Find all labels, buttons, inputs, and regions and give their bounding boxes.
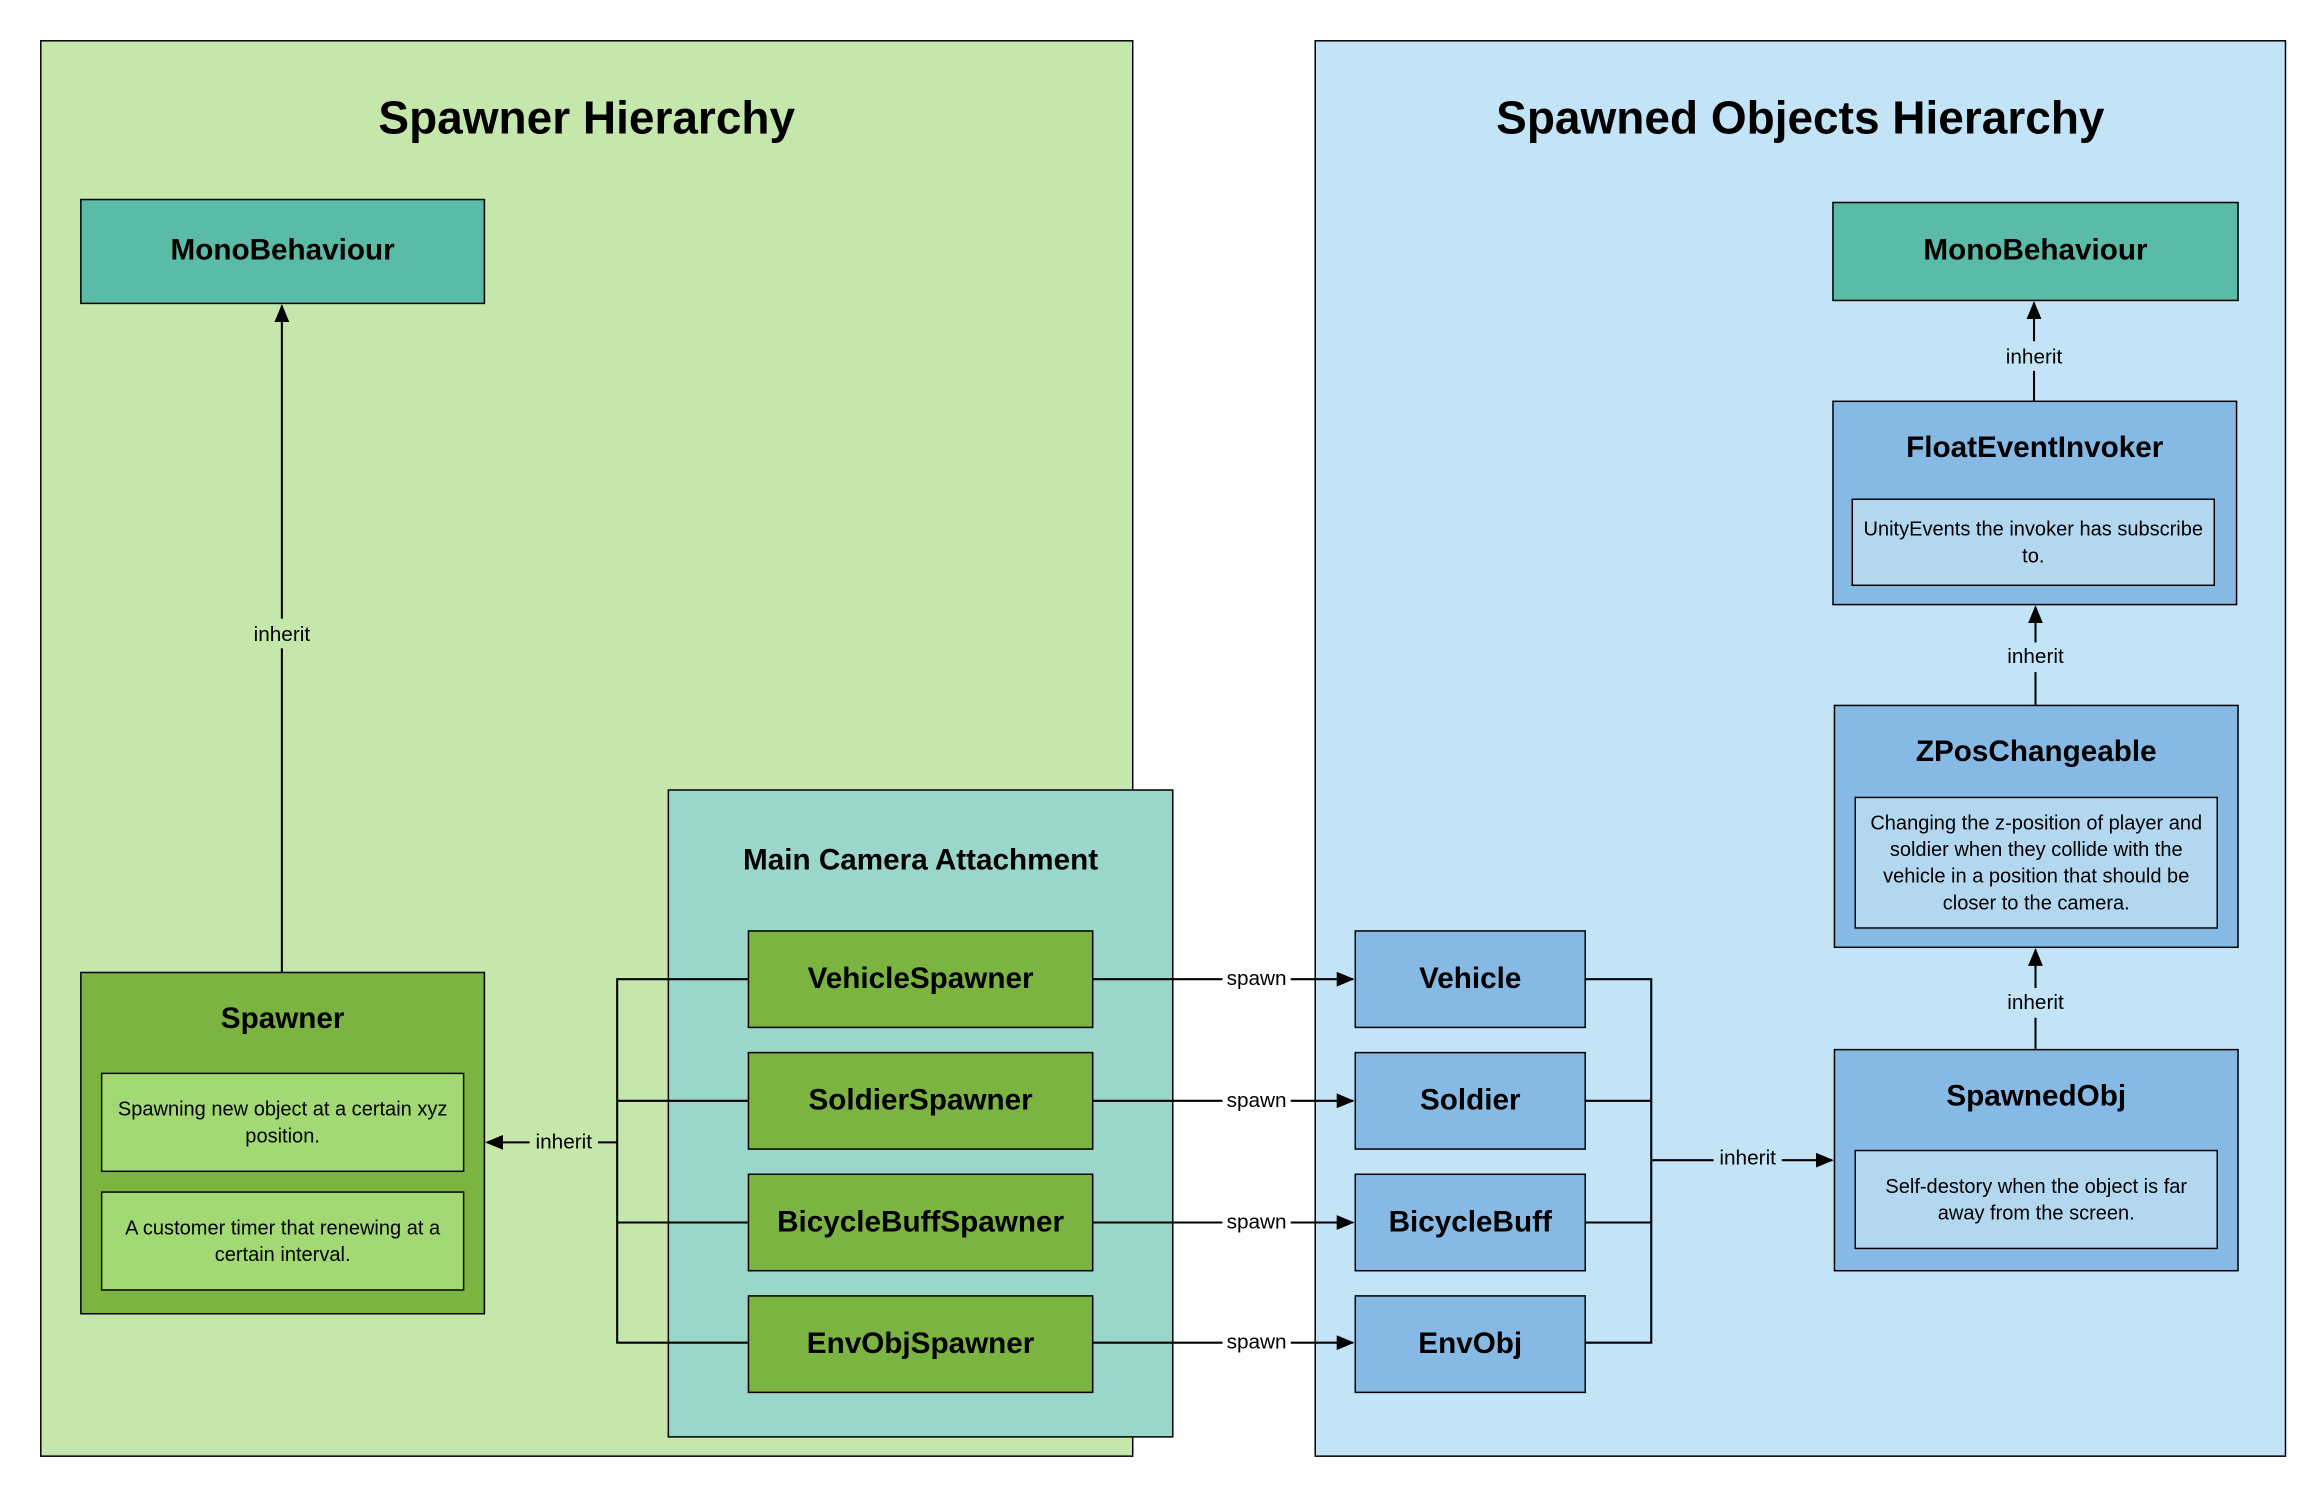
camera-spawners-inherit-label: inherit [535, 1130, 592, 1153]
vehicle-spawner-label: VehicleSpawner [807, 962, 1034, 995]
right-monobehaviour-box[interactable]: MonoBehaviour [1832, 201, 2239, 302]
left-monobehaviour-box[interactable]: MonoBehaviour [80, 198, 486, 305]
float-event-invoker-note: UnityEvents the invoker has subscribe to… [1851, 498, 2216, 587]
vehicle-spawn-label: spawn [1227, 967, 1287, 990]
objects-inherit-label: inherit [1719, 1147, 1776, 1170]
zpos-changeable-title: ZPosChangeable [1915, 735, 2157, 769]
spawner-hierarchy-title: Spawner Hierarchy [378, 91, 796, 144]
spawner-note-timer: A customer timer that renewing at a cert… [100, 1191, 465, 1291]
bicycle-buff-spawner-box[interactable]: BicycleBuffSpawner [747, 1173, 1094, 1272]
right-monobehaviour-label: MonoBehaviour [1923, 234, 2148, 268]
spawned-obj-inherit-label: inherit [2007, 991, 2064, 1014]
float-event-invoker-inherit-label: inherit [2006, 345, 2063, 368]
bicycle-buff-box[interactable]: BicycleBuff [1354, 1173, 1586, 1272]
bicycle-buff-label: BicycleBuff [1388, 1205, 1552, 1239]
vehicle-box[interactable]: Vehicle [1354, 930, 1586, 1029]
soldier-label: Soldier [1419, 1083, 1521, 1117]
env-obj-spawner-box[interactable]: EnvObjSpawner [747, 1295, 1094, 1394]
zpos-changeable-box[interactable]: ZPosChangeable Changing the z-position o… [1833, 704, 2239, 949]
vehicle-spawner-box[interactable]: VehicleSpawner [747, 930, 1094, 1029]
spawned-obj-title: SpawnedObj [1946, 1080, 2127, 1113]
camera-spawners-inherit-connector [616, 978, 748, 1344]
objects-inherit-connector [1585, 978, 1653, 1344]
soldier-spawn-label: spawn [1227, 1089, 1287, 1112]
env-obj-box[interactable]: EnvObj [1354, 1295, 1586, 1394]
env-obj-spawn-label: spawn [1227, 1331, 1287, 1354]
bicycle-buff-spawner-label: BicycleBuffSpawner [777, 1205, 1065, 1239]
zpos-changeable-note: Changing the z-position of player and so… [1854, 796, 2218, 929]
left-monobehaviour-label: MonoBehaviour [170, 234, 395, 268]
spawned-objects-hierarchy-title: Spawned Objects Hierarchy [1496, 91, 2105, 144]
soldier-spawner-label: SoldierSpawner [808, 1083, 1033, 1117]
spawner-box[interactable]: Spawner Spawning new object at a certain… [80, 971, 486, 1315]
vehicle-label: Vehicle [1419, 962, 1522, 995]
zpos-changeable-inherit-label: inherit [2007, 645, 2064, 668]
soldier-box[interactable]: Soldier [1354, 1051, 1586, 1150]
spawner-note-position: Spawning new object at a certain xyz pos… [100, 1072, 465, 1173]
env-obj-spawner-label: EnvObjSpawner [806, 1327, 1035, 1360]
main-camera-attachment-title: Main Camera Attachment [743, 844, 1099, 877]
soldier-spawner-box[interactable]: SoldierSpawner [747, 1051, 1094, 1150]
float-event-invoker-box[interactable]: FloatEventInvoker UnityEvents the invoke… [1832, 400, 2238, 606]
float-event-invoker-title: FloatEventInvoker [1906, 431, 2164, 465]
spawned-obj-note: Self-destory when the object is far away… [1854, 1149, 2218, 1250]
spawner-inherit-label: inherit [254, 623, 311, 646]
spawned-obj-box[interactable]: SpawnedObj Self-destory when the object … [1833, 1048, 2239, 1272]
bicycle-buff-spawn-label: spawn [1227, 1210, 1287, 1233]
env-obj-label: EnvObj [1418, 1327, 1523, 1360]
spawner-title: Spawner [220, 1002, 345, 1036]
